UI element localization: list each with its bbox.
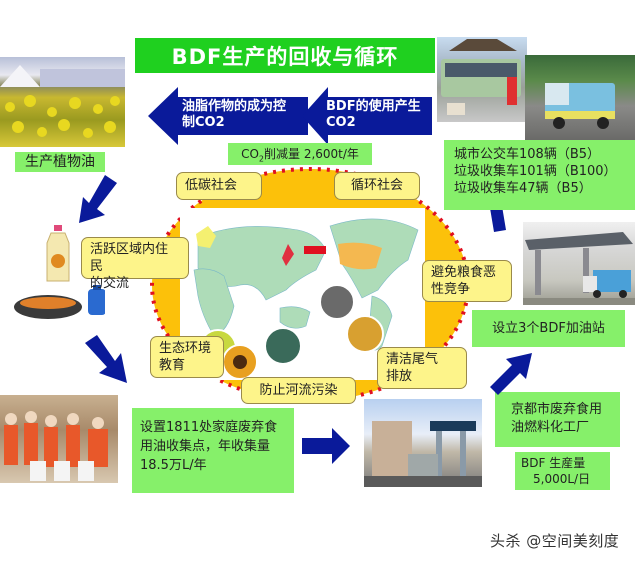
arrow-oil-crops-control-co2: 油脂作物的成为控 制CO2 (148, 87, 308, 145)
kyoto-factory-label: 京都市废弃食用 油燃料化工厂 (495, 392, 620, 447)
arrow-text-line1: BDF的使用产生 (326, 99, 421, 114)
tag-resident-exchange: 活跃区域内住民 的交流 (81, 237, 189, 291)
rapeseed-field-photo (0, 57, 125, 147)
bdf-production-label: BDF 生産量 5,000L/日 (515, 452, 610, 490)
collection-line3: 18.5万L/年 (140, 458, 207, 473)
arrow-text-line2: CO2 (326, 115, 356, 130)
co2-reduction-label: CO2削减量 2,600t/年 (228, 143, 372, 165)
world-map-image (193, 218, 419, 380)
tag-low-carbon-society: 低碳社会 (176, 172, 262, 200)
tag-prevent-river-pollution: 防止河流污染 (241, 377, 356, 404)
rapeseed-flowers-image (0, 65, 125, 138)
exchange-line1: 活跃区域内住民 (90, 242, 169, 274)
factory-photo (364, 399, 482, 487)
bus-image (441, 39, 521, 115)
co2-subscript: 2 (258, 154, 264, 164)
diagram-title: BDF生产的回收与循环 (135, 38, 435, 73)
exhaust-line1: 清洁尾气 (386, 352, 439, 367)
factory-line2: 油燃料化工厂 (511, 420, 590, 435)
left-arrow-icon (148, 87, 308, 145)
garbage-truck-photo (525, 55, 635, 140)
exchange-line2: 的交流 (90, 276, 130, 291)
arrow-bdf-produces-co2: BDF的使用产生 CO2 (302, 87, 432, 145)
people-collecting-oil-image (4, 411, 108, 481)
production-line1: BDF 生産量 (521, 456, 586, 470)
oil-bottle-icon (45, 225, 71, 283)
tag-eco-education: 生态环境 教育 (150, 336, 224, 378)
co2-prefix: CO (241, 147, 259, 161)
truck-image (545, 83, 615, 129)
vehicles-line3: 垃圾收集车47辆（B5） (454, 181, 592, 196)
city-bus-photo (437, 37, 527, 122)
collection-line1: 设置1811处家庭废弃食 (140, 420, 278, 435)
arrow-down-left-icon (79, 175, 117, 223)
collection-event-photo (0, 395, 118, 483)
arrow-right-icon (302, 428, 350, 464)
watermark: 头杀 @空间美刻度 (490, 532, 620, 550)
arrow-text-line1: 油脂作物的成为控 (182, 99, 287, 114)
collection-line2: 用油收集点，年收集量 (140, 439, 271, 454)
tag-recycling-society: 循环社会 (334, 172, 420, 200)
left-arrow-icon (302, 87, 432, 145)
eco-line1: 生态环境 (159, 341, 212, 356)
eco-line2: 教育 (159, 358, 186, 373)
arrow-up-right-icon (490, 353, 532, 395)
vehicles-box: 城市公交车108辆（B5） 垃圾收集车101辆（B100） 垃圾收集车47辆（B… (444, 140, 635, 210)
gas-station-truck-image (523, 232, 635, 305)
vehicles-line2: 垃圾收集车101辆（B100） (454, 164, 617, 179)
food-line1: 避免粮食恶 (431, 265, 497, 280)
tag-clean-exhaust: 清洁尾气 排放 (377, 347, 467, 389)
vehicles-line1: 城市公交车108辆（B5） (454, 147, 601, 162)
collection-points-box: 设置1811处家庭废弃食 用油收集点，年收集量 18.5万L/年 (132, 408, 294, 493)
bdf-plant-building-image (364, 421, 482, 487)
factory-line1: 京都市废弃食用 (511, 402, 603, 417)
arrow-text-line2: 制CO2 (182, 115, 225, 130)
bdf-gas-station-photo (523, 222, 635, 305)
produce-plant-oil-label: 生产植物油 (15, 152, 105, 172)
tag-avoid-food-competition: 避免粮食恶 性竞争 (422, 260, 512, 302)
co2-reduction-value: 削减量 2,600t/年 (264, 147, 359, 161)
production-line2: 5,000L/日 (533, 472, 591, 486)
arrow-down-right-icon (85, 335, 127, 383)
wok-and-kettle-icon (10, 285, 106, 325)
food-line2: 性竞争 (431, 282, 471, 297)
exhaust-line2: 排放 (386, 369, 413, 384)
bdf-stations-label: 设立3个BDF加油站 (472, 310, 625, 347)
